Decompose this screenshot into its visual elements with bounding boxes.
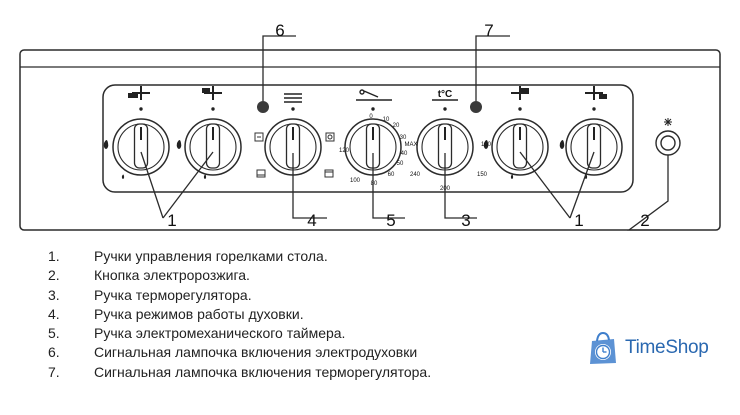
legend-number: 2. [48,267,60,284]
mode-icons [254,132,335,178]
timer-symbol [356,89,392,101]
legend-text: Сигнальная лампочка включения терморегул… [94,363,432,380]
burner-knob[interactable] [184,107,242,176]
knob-index-dot [443,107,447,111]
timer-scale-label: 10 [383,117,390,123]
callout-number: 7 [484,21,493,40]
legend-item: 6. Сигнальная лампочка включения электрод… [48,343,431,362]
timer-scale-label: 100 [350,178,361,184]
knob-index-dot [371,107,375,111]
flame-large-icon [176,140,182,149]
thermostat-indicator-lamp [470,101,482,113]
flame-large-icon [103,140,109,149]
spark-icon [664,118,672,126]
knob-grip [586,123,602,169]
ignition-button [660,135,676,151]
legend-item: 7. Сигнальная лампочка включения терморег… [48,363,431,382]
legend-item: 1. Ручки управления горелками стола. [48,247,431,266]
legend-text: Ручка режимов работы духовки. [94,305,304,322]
timer-scale-label: 120 [339,148,350,154]
legend-text: Ручка электромеханического таймера. [94,325,346,342]
knob-index-dot [291,107,295,111]
thermostat-scale-label: 240 [410,172,421,178]
shopping-bag-clock-icon [590,331,616,364]
timeshop-logo[interactable]: TimeShop [583,329,733,369]
timer-scale-label: 30 [400,135,407,141]
timer-scale-label: 50 [397,161,404,167]
legend-number: 7. [48,363,60,380]
mode-symbol [284,93,302,103]
callout-number: 3 [461,211,470,230]
flame-large-icon [559,140,565,149]
flame-small-icon [203,174,207,179]
legend-item: 4. Ручка режимов работы духовки. [48,305,431,324]
callout-number: 1 [167,211,176,230]
timer-knob[interactable] [344,107,402,176]
thermostat-scale-label: 100 [481,142,492,148]
flame-small-icon [510,174,514,179]
knob-index-dot [518,107,522,111]
legend-item: 3. Ручка терморегулятора. [48,286,431,305]
legend-text: Сигнальная лампочка включения электродух… [94,344,418,361]
timer-scale-label: 60 [388,172,395,178]
legend-number: 1. [48,248,60,264]
callout-number: 6 [275,21,284,40]
oven-indicator-lamp [257,101,269,113]
legend-list: 1. Ручки управления горелками стола. 2. Кн… [48,247,431,382]
timer-scale-label: MAX [404,142,417,148]
timer-scale-label: 0 [369,114,373,120]
callout-number: 1 [574,211,583,230]
knob-index-dot [592,107,596,111]
burner-knob[interactable] [112,107,170,176]
legend-text: Ручка терморегулятора. [94,286,252,303]
legend-text: Ручки управления горелками стола. [94,248,328,264]
timer-scale-label: 80 [371,181,378,187]
flame-large-icon [483,140,489,149]
flame-small-icon [121,174,125,179]
burner-knob[interactable] [565,107,623,176]
thermostat-scale-label: 150 [477,172,488,178]
legend-number: 5. [48,325,60,342]
callout-number: 4 [307,211,316,230]
brand-name: TimeShop [625,337,709,358]
knob-index-dot [139,107,143,111]
knob-grip [133,123,149,169]
legend-item: 2. Кнопка электророзжига. [48,266,431,285]
timer-scale-label: 40 [401,151,408,157]
burner-symbols [128,86,607,100]
knob-index-dot [211,107,215,111]
legend-number: 4. [48,305,60,322]
legend-number: 6. [48,344,60,361]
legend-number: 3. [48,286,60,303]
thermostat-scale-label: 200 [440,186,451,192]
legend-text: Кнопка электророзжига. [94,267,250,284]
callout-number: 2 [640,211,649,230]
legend-item: 5. Ручка электромеханического таймера. [48,324,431,343]
timer-scale-label: 20 [393,123,400,129]
thermostat-knob[interactable] [416,107,474,176]
leader-lines [140,35,669,231]
callout-number: 5 [386,211,395,230]
thermostat-symbol: t°C [438,89,453,100]
